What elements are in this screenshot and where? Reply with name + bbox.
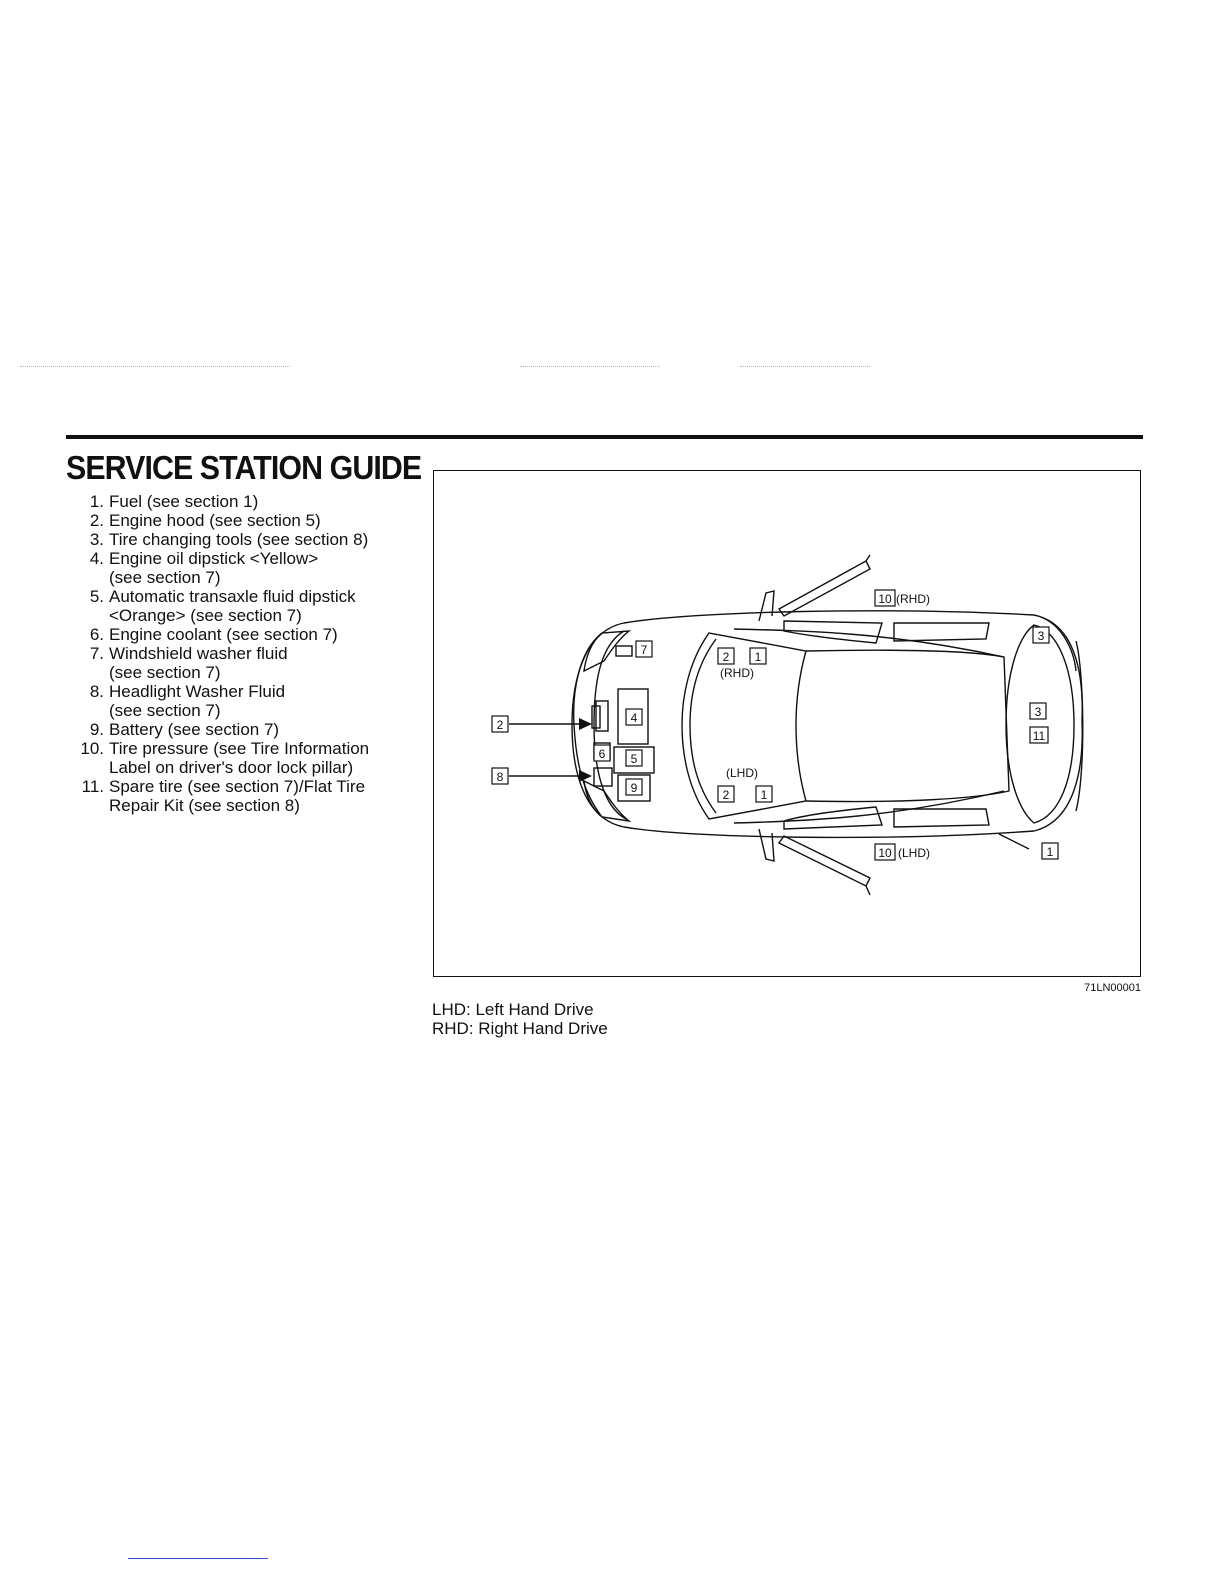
car-diagram: 2 8 7 4 6 5 9 [433, 470, 1141, 977]
list-item: 3. Tire changing tools (see section 8) [70, 530, 410, 549]
callout-label: 11 [1033, 729, 1046, 743]
item-text: Automatic transaxle fluid dipstick [109, 587, 356, 606]
callout-2-hood: 2 [491, 715, 509, 733]
callout-label: 7 [641, 643, 648, 657]
item-text: (see section 7) [109, 568, 221, 587]
callout-label: 8 [497, 770, 504, 784]
item-number: 5. [89, 587, 104, 606]
rhd-label: (RHD) [896, 592, 930, 606]
list-item: 5. Automatic transaxle fluid dipstick<Ora… [70, 587, 410, 625]
item-number: 7. [89, 644, 104, 663]
legend: LHD: Left Hand Drive RHD: Right Hand Dri… [432, 1000, 608, 1038]
item-number: 10. [80, 739, 104, 758]
callout-label: 1 [755, 650, 762, 664]
callout-5-transaxle-dipstick: 5 [625, 749, 643, 767]
car-top-view: 2 8 7 4 6 5 9 [491, 554, 1084, 896]
callout-label: 2 [497, 718, 504, 732]
list-item: 4. Engine oil dipstick <Yellow>(see secti… [70, 549, 410, 587]
callout-1-rhd: 1 [749, 647, 767, 665]
callout-7-windshield-washer: 7 [635, 640, 653, 658]
item-number: 6. [89, 625, 104, 644]
callout-2-lhd: 2 [717, 785, 735, 803]
item-text: Headlight Washer Fluid [109, 682, 286, 701]
list-item: 9. Battery (see section 7) [70, 720, 410, 739]
figure-code: 71LN00001 [1084, 982, 1141, 994]
callout-label: 5 [631, 752, 638, 766]
callout-4-oil-dipstick: 4 [625, 708, 643, 726]
callout-label: 4 [631, 711, 638, 725]
list-item: 1. Fuel (see section 1) [70, 492, 410, 511]
callout-3-top: 3 [1032, 626, 1050, 644]
callout-3-rear: 3 [1029, 702, 1047, 720]
legend-rhd: RHD: Right Hand Drive [432, 1019, 608, 1038]
item-text: Battery (see section 7) [109, 720, 280, 739]
item-number: 1. [89, 492, 104, 511]
list-item: 2. Engine hood (see section 5) [70, 511, 410, 530]
callout-label: 3 [1038, 629, 1045, 643]
faint-dotted-line [20, 366, 290, 368]
rhd-label: (RHD) [720, 666, 754, 680]
item-text: Fuel (see section 1) [109, 492, 259, 511]
item-text: Engine oil dipstick <Yellow> [109, 549, 319, 568]
list-item: 7. Windshield washer fluid(see section 7) [70, 644, 410, 682]
item-text: <Orange> (see section 7) [109, 606, 302, 625]
list-item: 8. Headlight Washer Fluid(see section 7) [70, 682, 410, 720]
item-number: 9. [89, 720, 104, 739]
item-text: Tire pressure (see Tire Information [109, 739, 370, 758]
callout-10-rhd: 10 [874, 589, 896, 607]
item-number: 8. [89, 682, 104, 701]
item-number: 2. [89, 511, 104, 530]
header-rule [66, 435, 1143, 439]
item-text: Windshield washer fluid [109, 644, 288, 663]
callout-label: 6 [599, 747, 606, 761]
item-number: 11. [81, 777, 104, 796]
lhd-label: (LHD) [726, 766, 758, 780]
callout-label: 1 [1047, 845, 1054, 859]
item-text: Repair Kit (see section 8) [109, 796, 300, 815]
callout-2-rhd: 2 [717, 647, 735, 665]
item-text: Engine hood (see section 5) [109, 511, 321, 530]
callout-10-lhd: 10 [874, 843, 896, 861]
callout-6-coolant: 6 [593, 744, 611, 762]
guide-list: 1. Fuel (see section 1) 2. Engine hood (se… [70, 492, 410, 815]
faint-dotted-line [740, 366, 870, 368]
faint-dotted-line [520, 366, 660, 368]
item-text: Tire changing tools (see section 8) [109, 530, 369, 549]
item-text: Label on driver's door lock pillar) [109, 758, 354, 777]
callout-8-washer: 8 [491, 767, 509, 785]
item-number: 4. [89, 549, 104, 568]
legend-lhd: LHD: Left Hand Drive [432, 1000, 594, 1019]
callout-label: 2 [723, 788, 730, 802]
callout-1-lhd: 1 [755, 785, 773, 803]
page-title: SERVICE STATION GUIDE [66, 449, 422, 486]
callout-label: 10 [878, 846, 892, 860]
item-text: Engine coolant (see section 7) [109, 625, 338, 644]
bottom-underline [128, 1558, 268, 1559]
list-item: 6. Engine coolant (see section 7) [70, 625, 410, 644]
callout-11-spare-tire: 11 [1029, 726, 1049, 744]
item-number: 3. [89, 530, 104, 549]
item-text: (see section 7) [109, 701, 221, 720]
callout-1-fuel: 1 [1041, 842, 1059, 860]
item-text: Spare tire (see section 7)/Flat Tire [109, 777, 366, 796]
callout-label: 2 [723, 650, 730, 664]
callout-label: 9 [631, 781, 638, 795]
callout-9-battery: 9 [625, 778, 643, 796]
callout-label: 10 [878, 592, 892, 606]
callout-label: 3 [1035, 705, 1042, 719]
lhd-label: (LHD) [898, 846, 930, 860]
item-text: (see section 7) [109, 663, 221, 682]
callout-label: 1 [761, 788, 768, 802]
